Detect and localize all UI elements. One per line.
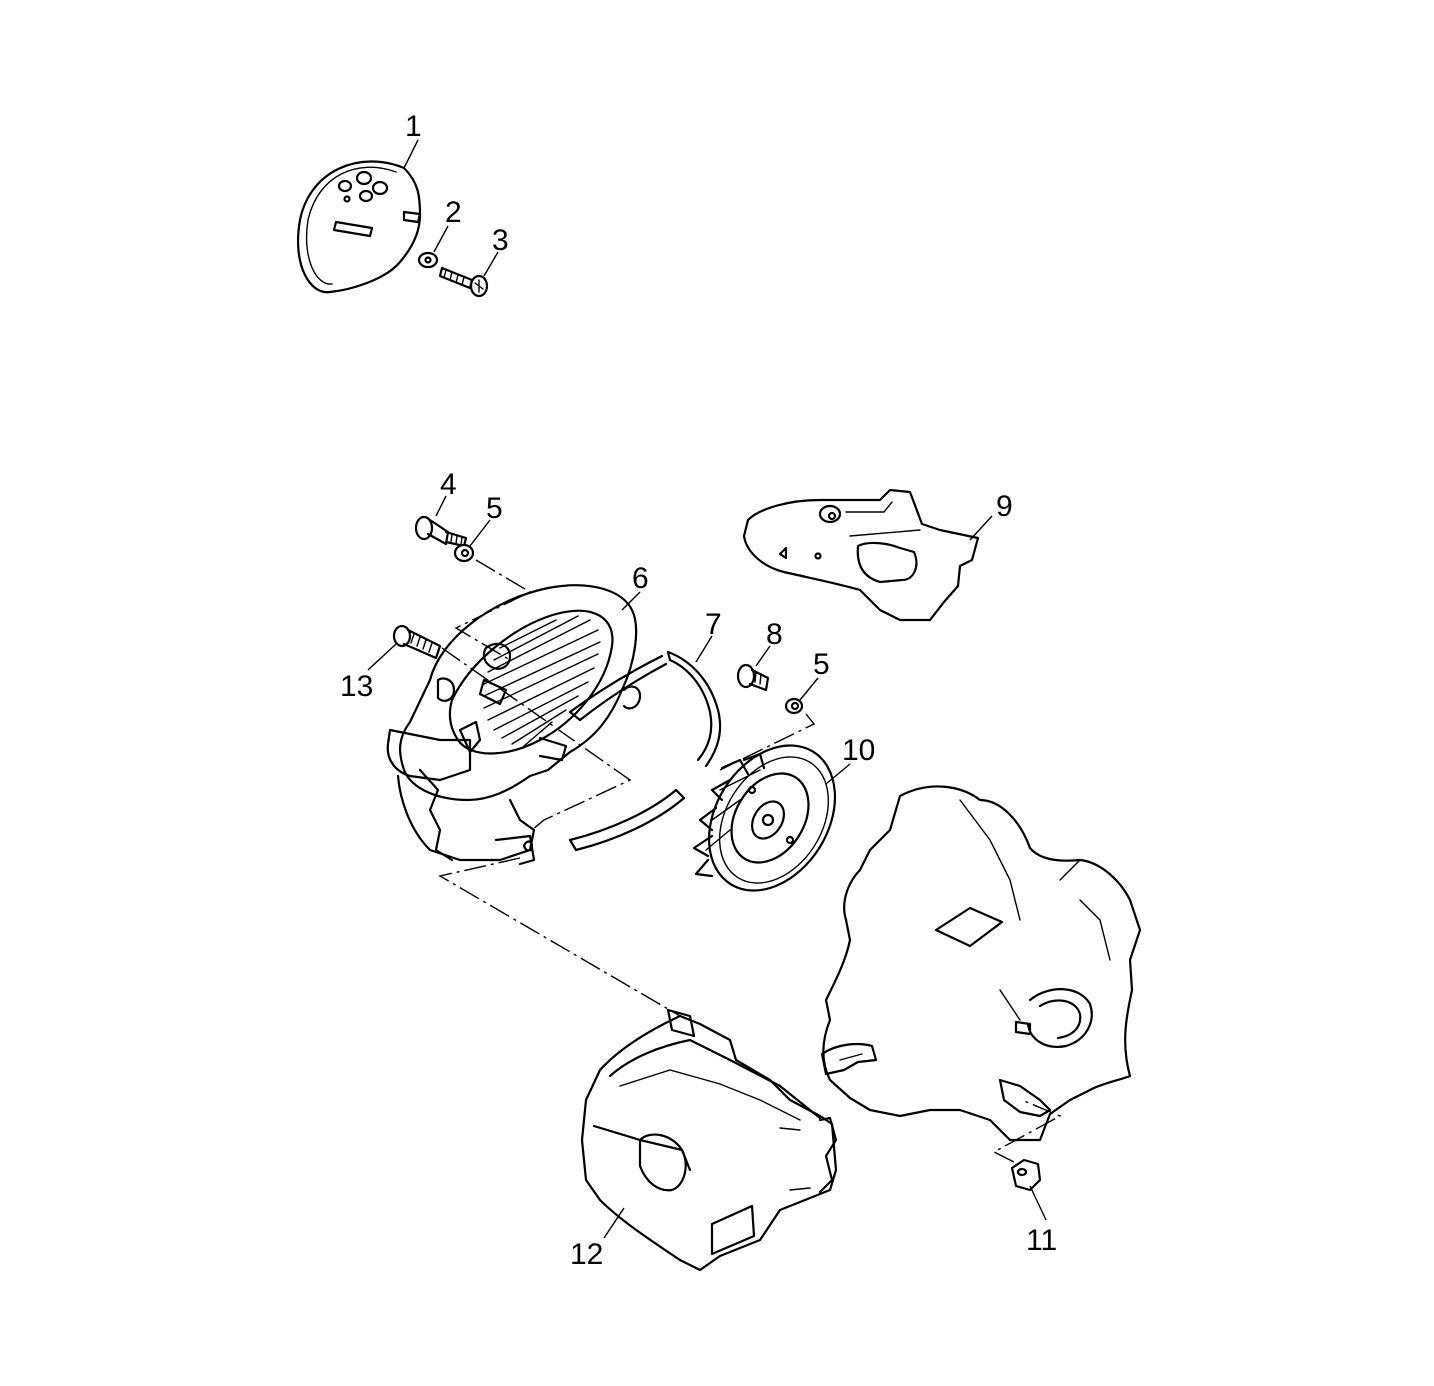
callout-7: 7 <box>705 608 722 641</box>
callout-13: 13 <box>340 670 373 703</box>
part-5-washer-b[interactable] <box>784 697 804 715</box>
part-9-gasket[interactable] <box>742 488 980 622</box>
callout-9: 9 <box>996 490 1013 523</box>
part-5-washer-a[interactable] <box>453 543 475 563</box>
part-13-screw[interactable] <box>392 624 442 660</box>
part-7-hoses[interactable] <box>568 650 722 852</box>
leader-11 <box>1029 1185 1047 1221</box>
leader-5a <box>469 519 491 547</box>
callout-10: 10 <box>842 734 875 767</box>
callout-3: 3 <box>492 224 509 257</box>
assembly-line-13 <box>441 647 632 831</box>
leader-12 <box>603 1207 625 1239</box>
engine-crankcase <box>820 785 1142 1142</box>
part-1-cover-plate[interactable] <box>296 160 422 294</box>
leader-6 <box>621 591 641 611</box>
part-2-washer[interactable] <box>417 251 439 269</box>
callout-6: 6 <box>632 562 649 595</box>
callout-11: 11 <box>1026 1224 1057 1257</box>
callout-1: 1 <box>405 110 422 143</box>
part-12-cylinder-shroud[interactable] <box>580 1008 838 1272</box>
leader-7 <box>695 635 713 663</box>
part-4-bolt[interactable] <box>414 515 468 548</box>
part-11-nut[interactable] <box>1010 1158 1042 1192</box>
leader-5b <box>799 677 819 701</box>
part-8-bolt[interactable] <box>736 663 770 692</box>
part-6-fan-housing[interactable] <box>386 584 642 866</box>
callout-5b: 5 <box>813 648 830 681</box>
leader-2 <box>433 225 449 253</box>
leader-3 <box>483 251 499 277</box>
assembly-line-housing-to-shroud <box>438 857 681 1017</box>
assembly-line-5b <box>719 713 816 771</box>
callout-2: 2 <box>445 196 462 229</box>
callout-12: 12 <box>570 1238 603 1271</box>
part-10-flywheel[interactable] <box>683 722 861 914</box>
callout-8: 8 <box>766 618 783 651</box>
leader-10 <box>825 763 851 785</box>
assembly-line-11 <box>992 1099 1062 1163</box>
assembly-line-5a <box>454 559 532 661</box>
callout-5a: 5 <box>486 492 503 525</box>
callout-4: 4 <box>440 468 457 501</box>
leader-13 <box>367 643 397 671</box>
leader-1 <box>403 139 419 169</box>
part-3-screw[interactable] <box>438 266 489 298</box>
leader-9 <box>969 515 993 541</box>
leader-8 <box>755 645 771 667</box>
leader-4 <box>435 495 447 517</box>
